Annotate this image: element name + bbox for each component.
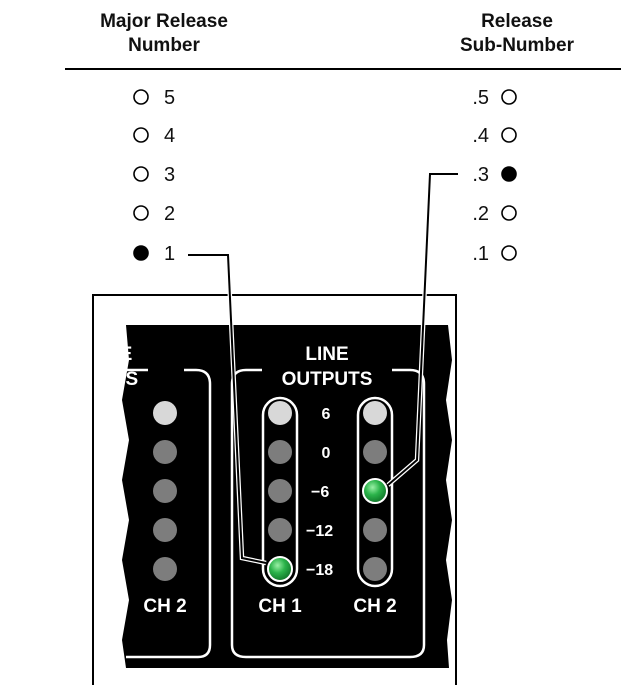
left-group-title-line2: TS: [114, 369, 138, 390]
ch1-meter-outline: [261, 396, 299, 588]
major-release-scale: 5 4 3 2 1: [133, 87, 175, 265]
major-indicator-5: [133, 89, 149, 105]
db-label-minus-12: −12: [306, 523, 333, 540]
callout-lines: [188, 171, 458, 566]
major-header-line2: Number: [128, 35, 200, 56]
sub-level-5: .5: [472, 87, 489, 109]
ch1-meter: [267, 401, 293, 582]
sub-indicator-2: [501, 205, 517, 221]
sub-number-scale: .5 .4 .3 .2 .1: [472, 87, 517, 265]
ch2-meter-outline: [356, 396, 394, 588]
led-left-1: [153, 401, 177, 425]
left-ch2-meter: [153, 401, 177, 581]
ch2-label: CH 2: [353, 596, 396, 617]
left-group-title-line1: E: [120, 344, 133, 365]
sub-indicator-5: [501, 89, 517, 105]
led-ch2-3: [362, 478, 388, 504]
sub-level-4: .4: [472, 125, 489, 147]
callout-sub-line: [387, 173, 458, 486]
db-label-minus-18: −18: [306, 562, 333, 579]
left-group-bracket: [126, 368, 212, 659]
db-label-6: 6: [322, 406, 331, 423]
db-label-minus-6: −6: [311, 484, 329, 501]
major-indicator-1: [133, 245, 149, 261]
led-ch2-5: [363, 557, 387, 581]
major-level-2: 2: [164, 203, 175, 225]
major-level-1: 1: [164, 243, 175, 265]
major-level-5: 5: [164, 87, 175, 109]
sub-indicator-3: [501, 166, 517, 182]
sub-header-line2: Sub-Number: [460, 35, 575, 56]
sub-level-2: .2: [472, 203, 489, 225]
sub-indicator-1: [501, 245, 517, 261]
led-left-2: [153, 440, 177, 464]
major-indicator-4: [133, 127, 149, 143]
major-level-3: 3: [164, 164, 175, 186]
led-ch1-5: [267, 556, 293, 582]
major-level-4: 4: [164, 125, 175, 147]
sub-level-3: .3: [472, 164, 489, 186]
major-indicator-2: [133, 205, 149, 221]
led-ch1-3: [268, 479, 292, 503]
major-indicator-3: [133, 166, 149, 182]
led-left-5: [153, 557, 177, 581]
left-ch2-label: CH 2: [143, 596, 186, 617]
led-ch2-4: [363, 518, 387, 542]
major-header-line1: Major Release: [100, 11, 228, 32]
sub-header-line1: Release: [481, 11, 553, 32]
led-ch1-2: [268, 440, 292, 464]
led-ch1-4: [268, 518, 292, 542]
callout-major-line: [188, 254, 267, 564]
led-left-3: [153, 479, 177, 503]
line-outputs-title-line1: LINE: [305, 344, 348, 365]
led-ch2-1: [363, 401, 387, 425]
led-left-4: [153, 518, 177, 542]
sub-indicator-4: [501, 127, 517, 143]
sub-level-1: .1: [472, 243, 489, 265]
db-label-0: 0: [322, 445, 331, 462]
panel-frame: [92, 294, 457, 685]
line-outputs-title-line2: OUTPUTS: [282, 369, 373, 390]
led-ch2-2: [363, 440, 387, 464]
ch2-meter: [362, 401, 388, 581]
ch1-label: CH 1: [258, 596, 302, 617]
led-ch1-1: [268, 401, 292, 425]
